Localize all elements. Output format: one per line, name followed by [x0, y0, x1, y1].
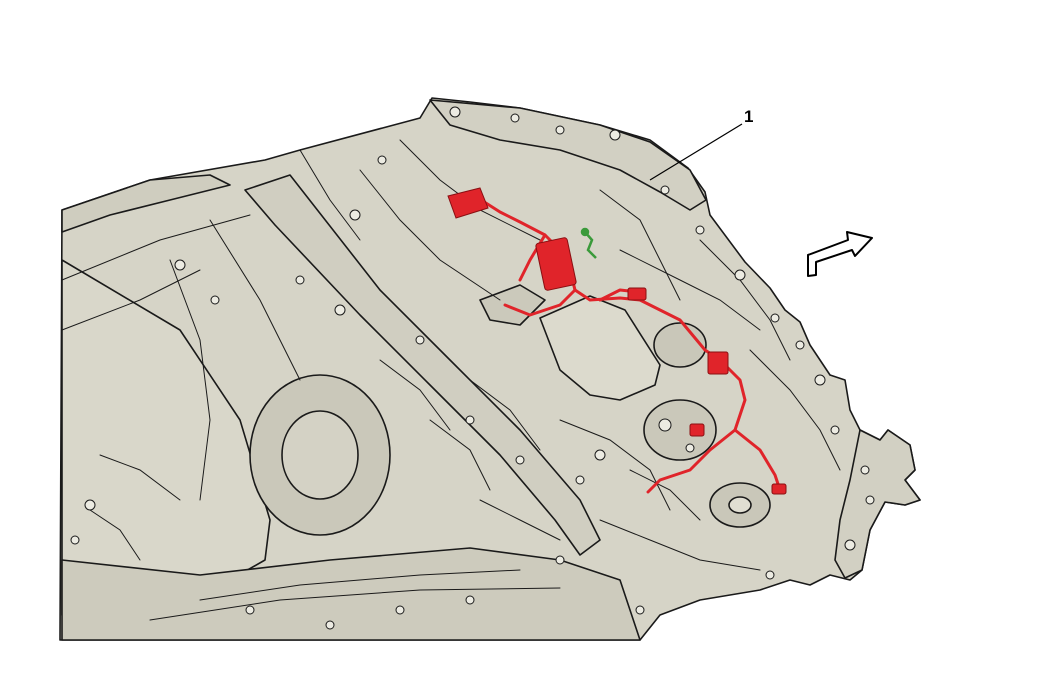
bumper-bracket	[834, 429, 921, 579]
callout-leader-line	[649, 123, 743, 181]
accessory-pulley-hub	[728, 496, 752, 514]
connector-lower	[689, 423, 705, 437]
harness-trunk-upper	[476, 196, 562, 252]
connector-relay	[707, 351, 729, 375]
vehicle-body	[59, 97, 921, 641]
fasteners	[70, 106, 875, 630]
harness-connectors	[447, 187, 787, 495]
ground-connector	[580, 227, 597, 259]
junction-block	[535, 237, 577, 291]
harness-branch-lower	[646, 358, 747, 494]
cross-member	[244, 174, 601, 556]
connector-upper	[447, 187, 489, 219]
windshield-frame	[61, 174, 231, 233]
callout-label: 1	[744, 107, 753, 126]
structure-details	[61, 139, 841, 621]
direction-arrow-face	[807, 231, 873, 277]
harness-branch-alternator	[733, 428, 782, 492]
front-direction-arrow-icon	[807, 231, 873, 277]
alternator	[653, 322, 707, 368]
connector-right	[627, 287, 647, 301]
callout-1: 1	[649, 107, 753, 181]
radiator-support	[429, 99, 707, 211]
strut-tower-right	[643, 399, 717, 461]
connector-alternator	[771, 483, 787, 495]
harness-branch-down	[503, 288, 577, 317]
strut-tower-left-inner	[281, 410, 359, 500]
